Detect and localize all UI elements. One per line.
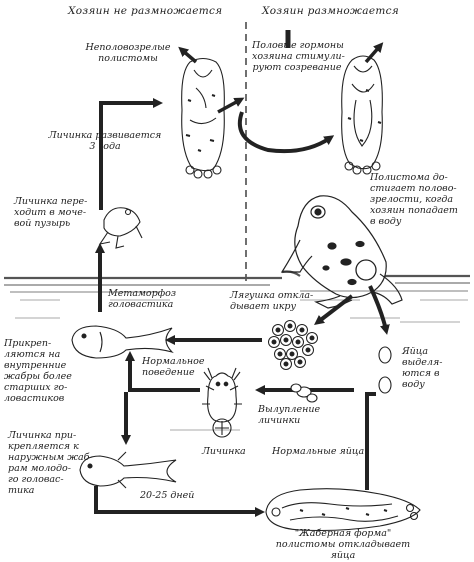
label-days-20-25: 20-25 дней xyxy=(140,490,195,501)
label-normal-eggs: Нормальные яйца xyxy=(272,446,365,457)
frogspawn-figure xyxy=(268,320,318,370)
label-sex-hormones: Половые гормоны хозяина стимули- руют со… xyxy=(252,40,345,73)
arrow-eggs-excreted xyxy=(368,285,390,335)
arrow-immature-to-center xyxy=(217,97,245,114)
header-host-breeding: Хозяин размножается xyxy=(262,5,400,17)
arrow-mature-exit xyxy=(364,42,384,64)
larva-figure xyxy=(202,367,242,438)
label-immature-polystomes: Неполовозрелые полистомы xyxy=(85,42,171,64)
young-tadpole-figure xyxy=(79,451,177,489)
gill-form-polystome-figure xyxy=(265,488,421,532)
label-normal-behaviour: Нормальное поведение xyxy=(142,356,205,378)
frog-bladder-highlight xyxy=(355,259,377,281)
label-tadpole-metamorphosis: Метаморфоз головастика xyxy=(108,288,177,310)
polystome-eggs-figure xyxy=(378,346,392,394)
label-larva: Личинка xyxy=(202,446,246,457)
hatching-eggs-figure xyxy=(290,383,318,403)
arrow-maturation-curve xyxy=(237,111,335,154)
label-larva-develops-3-years: Личинка развивается 3 года xyxy=(48,130,162,152)
label-larva-moves-to-bladder: Личинка пере- ходит в моче- вой пузырь xyxy=(14,196,88,229)
mature-polystome-figure xyxy=(341,55,383,175)
arrow-normal-eggs xyxy=(365,392,376,490)
label-frog-lays-eggs: Лягушка откла- дывает икру xyxy=(230,290,314,312)
arrow-normal-behaviour xyxy=(125,351,200,392)
immature-polystome-figure xyxy=(181,57,225,179)
arrow-20-25-days xyxy=(94,486,265,517)
label-larvae-hatching: Вылупление личинки xyxy=(258,404,321,426)
label-polystome-matures: Полистома до- стигает полово- зрелости, … xyxy=(370,172,458,227)
water-surface xyxy=(4,270,470,431)
label-attach-internal-gills: Прикреп- ляются на внутренние жабры боле… xyxy=(4,338,72,404)
large-frog-figure xyxy=(280,195,403,309)
label-eggs-excreted: Яйца выделя- ются в воду xyxy=(402,346,443,390)
label-larva-attaches-external-gills: Личинка при- крепляется к наружным жаб- … xyxy=(8,430,93,496)
arrow-to-immature xyxy=(99,98,163,210)
label-gill-form-lays-eggs: "Жаберная форма" полистомы откладывает я… xyxy=(275,528,411,561)
small-frog-figure xyxy=(98,207,143,249)
tadpole-figure xyxy=(71,325,174,359)
arrow-frog-lays-eggs xyxy=(314,294,354,326)
header-host-not-breeding: Хозяин не размножается xyxy=(68,5,223,17)
